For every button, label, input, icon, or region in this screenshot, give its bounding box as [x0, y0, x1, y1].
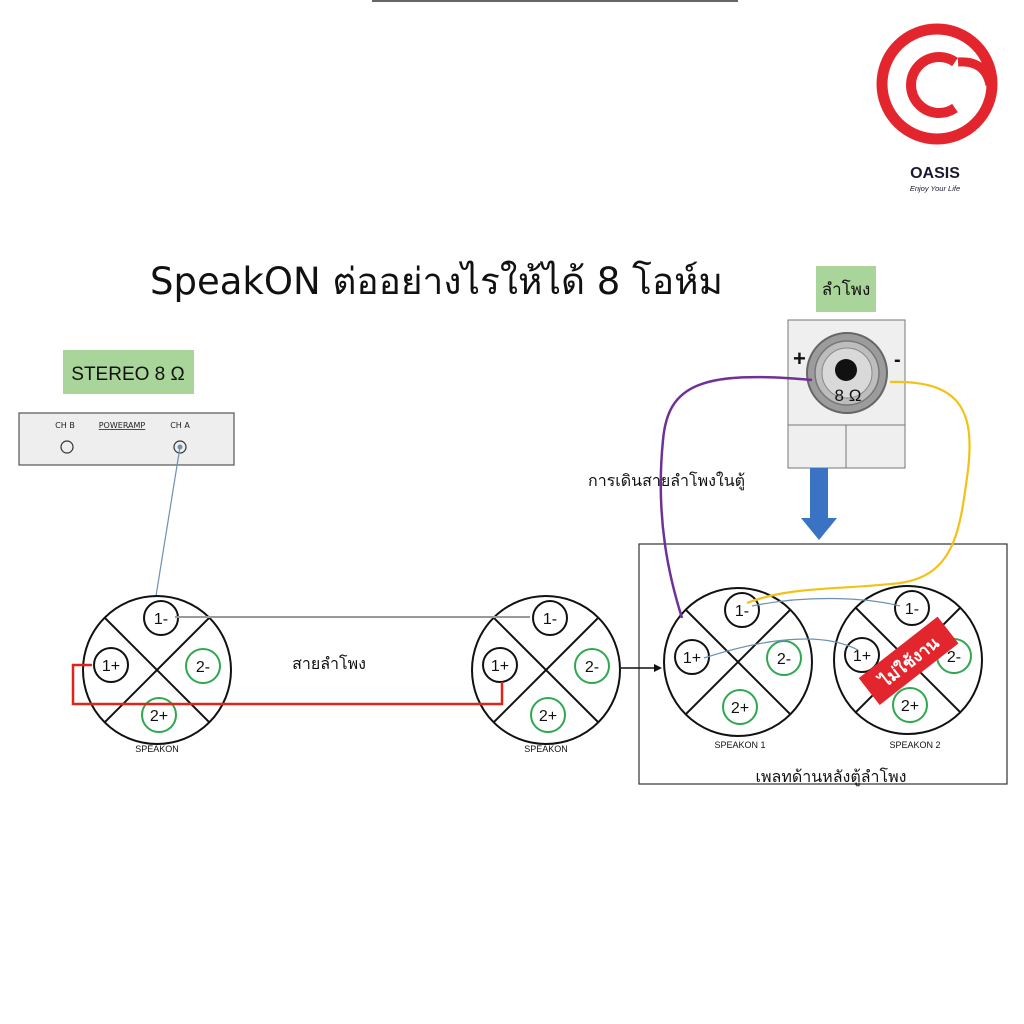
- speaker-plus: +: [793, 346, 806, 371]
- speaker-impedance: 8 Ω: [835, 386, 862, 405]
- speakon-connector-c3: 1- 1+ 2- 2+ SPEAKON 1: [663, 587, 813, 750]
- ch-b-label: CH B: [55, 421, 75, 430]
- pin-label: 2-: [585, 659, 599, 676]
- stereo-label: STEREO 8 Ω: [71, 364, 184, 385]
- speaker-label-bg: [816, 266, 876, 312]
- pin-label: 1-: [735, 603, 749, 620]
- down-arrow-icon: [801, 468, 837, 540]
- pin-p2p-icon: [892, 687, 928, 723]
- blue-wire-1: [751, 597, 901, 607]
- speaker-cabinet: 8 Ω + -: [787, 319, 906, 469]
- rear-panel-box: [638, 543, 1008, 785]
- pin-label: 2+: [150, 708, 168, 725]
- connector-label: SPEAKON: [524, 744, 568, 754]
- poweramp-label: POWERAMP: [99, 421, 146, 430]
- pin-label: 2+: [731, 700, 749, 717]
- speakon-connector-c2: 1- 1+ 2- 2+ SPEAKON: [471, 595, 621, 754]
- pin-label: 2-: [777, 651, 791, 668]
- pin-p2p-icon: [141, 697, 177, 733]
- connector-label: SPEAKON: [135, 744, 179, 754]
- rear-panel-label: เพลทด้านหลังตู้ลำโพง: [756, 767, 907, 787]
- red-wire: [71, 663, 504, 706]
- poweramp: CH B POWERAMP CH A: [18, 412, 235, 466]
- cable-label: สายลำโพง: [292, 654, 366, 673]
- pin-p2m-icon: [766, 640, 802, 676]
- pin-p2m-icon: [185, 648, 221, 684]
- pin-label: 1-: [154, 611, 168, 628]
- pin-p2p-icon: [722, 689, 758, 725]
- connector-label: SPEAKON 1: [714, 740, 765, 750]
- cabinet-wiring-label: การเดินสายลำโพงในตู้: [588, 471, 745, 491]
- connector-label: SPEAKON 2: [889, 740, 940, 750]
- pin-label: 2+: [539, 708, 557, 725]
- blue-wire-2: [703, 638, 859, 659]
- pin-label: 2+: [901, 698, 919, 715]
- pin-label: 1+: [683, 650, 701, 667]
- pin-p1p-icon: [844, 637, 880, 673]
- ch-a-jack-icon: [173, 440, 187, 454]
- ch-a-label: CH A: [170, 421, 190, 430]
- pin-label: 2-: [947, 649, 961, 666]
- pin-p1m-icon: [894, 590, 930, 626]
- speaker-label: ลำโพง: [822, 279, 871, 300]
- pin-label: 2-: [196, 659, 210, 676]
- pin-label: 1+: [102, 658, 120, 675]
- pin-label: 1-: [905, 601, 919, 618]
- stereo-label-bg: [63, 350, 194, 394]
- page-title: SpeakON ต่ออย่างไรให้ได้ 8 โอห์ม: [150, 260, 723, 303]
- speaker-minus: -: [894, 349, 901, 371]
- speakon-connector-c1: 1- 1+ 2- 2+ SPEAKON: [82, 595, 232, 754]
- pin-label: 1+: [491, 658, 509, 675]
- yellow-wire: [746, 380, 971, 605]
- pin-p1m-icon: [532, 600, 568, 636]
- purple-wire: [659, 375, 813, 619]
- oasis-logo: OASIS Enjoy Your Life: [876, 23, 998, 193]
- pin-p2m-icon: [574, 648, 610, 684]
- pin-label: 1+: [853, 648, 871, 665]
- pin-p1p-icon: [482, 647, 518, 683]
- logo-name: OASIS: [910, 165, 960, 182]
- ch-b-jack-icon: [60, 440, 74, 454]
- amp-cable: [155, 446, 181, 597]
- pin-p1p-icon: [93, 647, 129, 683]
- connectors: 1- 1+ 2- 2+ SPEAKON 1- 1+ 2- 2+ SPEAKON 1- 1+ 2- 2+ SP…: [82, 585, 983, 754]
- logo-tagline: Enjoy Your Life: [910, 184, 960, 193]
- pin-p2p-icon: [530, 697, 566, 733]
- pin-label: 1-: [543, 611, 557, 628]
